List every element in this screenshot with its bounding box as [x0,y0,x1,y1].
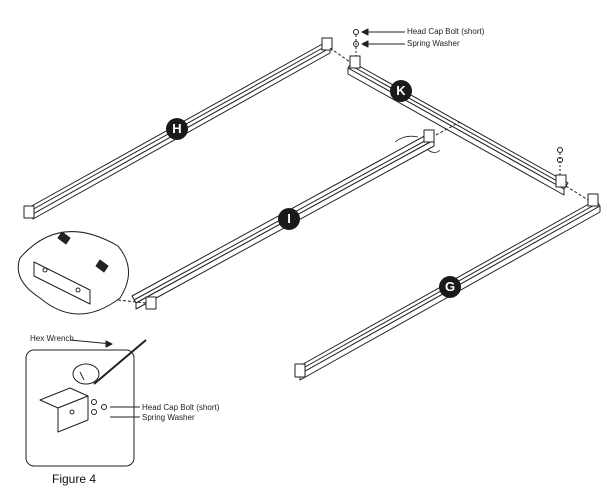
detail-magnifier [17,231,147,315]
bolt-stack-top [353,28,563,175]
inset-washer-label: Spring Washer [142,413,195,422]
inset-bolt-label: Head Cap Bolt (short) [142,403,220,412]
inset-figure [25,339,147,467]
top-washer-label: Spring Washer [407,39,460,48]
part-g-badge: G [439,276,461,298]
figure-caption: Figure 4 [52,472,97,486]
part-i-badge: I [278,208,300,230]
top-bolt-label: Head Cap Bolt (short) [407,27,485,36]
part-k-badge: K [390,80,412,102]
part-h-badge: H [166,118,188,140]
hex-wrench-label: Hex Wrench [30,334,74,343]
